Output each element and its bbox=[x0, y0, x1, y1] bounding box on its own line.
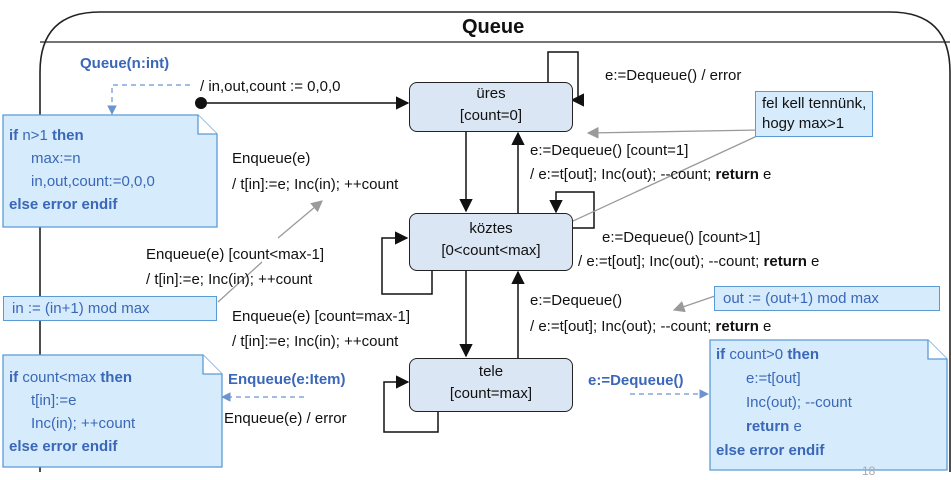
enq1-label-b: / t[in]:=e; Inc(in); ++count bbox=[232, 176, 399, 193]
note-deq: if count>0 then e:=t[out] Inc(out); --co… bbox=[716, 346, 852, 459]
state-invariant: [0<count<max] bbox=[441, 242, 541, 259]
page-number: 18 bbox=[862, 464, 876, 478]
note-enq-shape bbox=[2, 354, 223, 468]
enq-lt-label-a: Enqueue(e) [count<max-1] bbox=[146, 246, 325, 263]
state-invariant: [count=max] bbox=[449, 385, 533, 402]
deq-full-label-a: e:=Dequeue() bbox=[530, 292, 623, 309]
deq-gt1-label-b: / e:=t[out]; Inc(out); --count; return e bbox=[578, 253, 820, 270]
deq-c1-label-a: e:=Dequeue() [count=1] bbox=[530, 142, 689, 159]
deq-signature: e:=Dequeue() bbox=[588, 372, 684, 389]
queue-frame bbox=[39, 11, 951, 472]
diagram-title: Queue bbox=[462, 16, 525, 38]
note-in-mod: in := (in+1) mod max bbox=[3, 296, 217, 321]
state-name: köztes bbox=[469, 220, 513, 237]
state-ures[interactable]: üres [count=0] bbox=[409, 82, 573, 132]
deq-gt1-label-a: e:=Dequeue() [count>1] bbox=[602, 229, 761, 246]
initial-node bbox=[195, 97, 207, 109]
deq-error-label: e:=Dequeue() / error bbox=[605, 67, 742, 84]
note-ctor: if n>1 then max:=n in,out,count:=0,0,0 e… bbox=[9, 127, 155, 213]
state-name: üres bbox=[476, 85, 506, 102]
state-name: tele bbox=[478, 363, 504, 380]
note-enq: if count<max then t[in]:=e Inc(in); ++co… bbox=[9, 369, 136, 455]
enq-signature: Enqueue(e:Item) bbox=[228, 371, 346, 388]
deq-full-label-b: / e:=t[out]; Inc(out); --count; return e bbox=[530, 318, 772, 335]
state-koztes[interactable]: köztes [0<count<max] bbox=[409, 213, 573, 271]
enq-eq-label-b: / t[in]:=e; Inc(in); ++count bbox=[232, 333, 399, 350]
note-ctor-shape bbox=[2, 114, 218, 228]
note-max: fel kell tennünk, hogy max>1 bbox=[755, 91, 874, 137]
note-deq-shape bbox=[709, 339, 948, 471]
enq-error-label: Enqueue(e) / error bbox=[224, 410, 347, 427]
state-invariant: [count=0] bbox=[459, 107, 523, 124]
init-label: / in,out,count := 0,0,0 bbox=[200, 78, 341, 95]
ctor-signature: Queue(n:int) bbox=[80, 55, 170, 72]
enq-eq-label-a: Enqueue(e) [count=max-1] bbox=[232, 308, 411, 325]
note-out-mod: out := (out+1) mod max bbox=[714, 286, 940, 311]
state-tele[interactable]: tele [count=max] bbox=[409, 358, 573, 412]
deq-c1-label-b: / e:=t[out]; Inc(out); --count; return e bbox=[530, 166, 772, 183]
enq-lt-label-b: / t[in]:=e; Inc(in); ++count bbox=[146, 271, 313, 288]
enq1-label-a: Enqueue(e) bbox=[232, 150, 311, 167]
